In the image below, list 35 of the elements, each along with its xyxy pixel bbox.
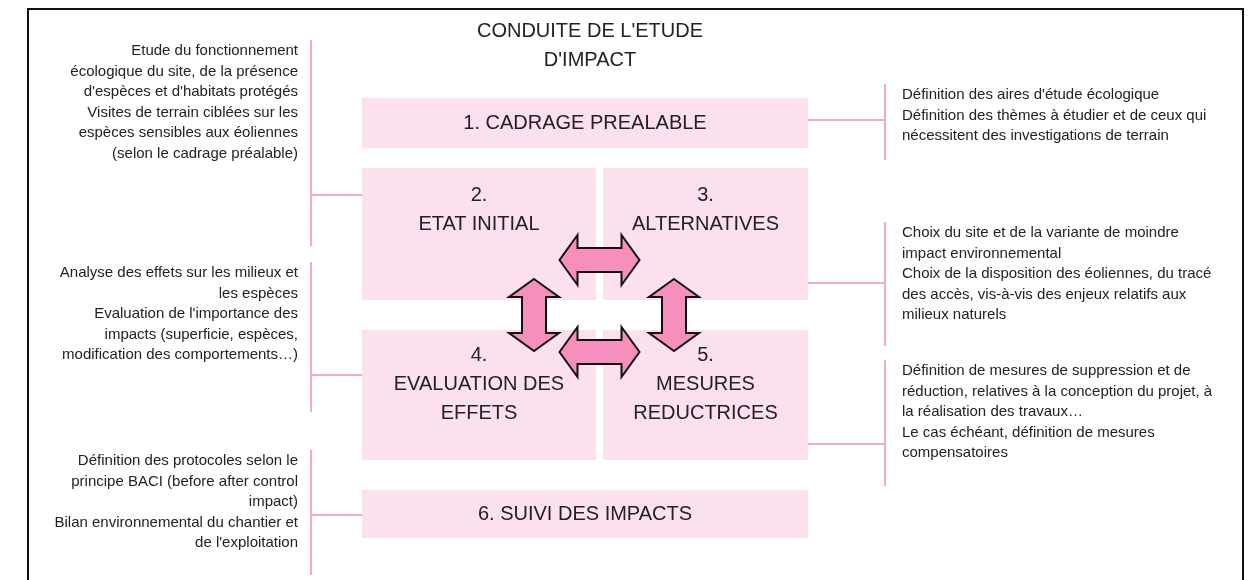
step-label: 1. CADRAGE PREALABLE [463,110,707,135]
leader-line [807,282,885,284]
annotation-text: Visites de terrain ciblées sur les espèces sensibles aux éoliennes (selon le cadrage préalable) [77,101,298,163]
leader-line [311,514,363,516]
step-label: 3. ALTERNATIVES [631,182,780,236]
leader-line [311,374,363,376]
annotation-text: Le cas échéant, définition de mesures compensatoires [902,421,1156,462]
annotation-text: Bilan environnemental du chantier et de l'exploitation [53,511,298,552]
step-box [362,490,808,538]
annotation-text: Définition des protocoles selon le principe BACI (before after control impact) [70,450,298,511]
step-label: 6. SUIVI DES IMPACTS [477,501,693,526]
leader-line [807,119,885,121]
annotation-text: Choix du site et de la variante de moindre impact environnemental [902,222,1180,263]
leader-line [311,194,363,196]
annotation-text: Définition des thèmes à étudier et de ceux qui nécessitent des investigations de terrain [902,104,1208,145]
annotation-text: Analyse des effets sur les milieux et les espèces [58,262,298,303]
step-box [362,98,808,148]
annotation-text: Définition de mesures de suppression et de réduction, relatives à la conception du projet, à la réalisation des travaux… [902,360,1214,421]
step-label: 5. MESURES REDUCTRICES [632,342,779,425]
diagram-title: CONDUITE DE L'ETUDE D'IMPACT [475,18,705,72]
step-box [603,330,808,460]
annotation-text: Définition des aires d'étude écologique [902,84,1161,104]
step-box [362,168,596,300]
double-block-arrow [558,231,641,289]
step-box [603,168,808,300]
leader-line [807,443,885,445]
double-block-arrow [505,277,563,353]
step-box [362,330,596,460]
double-block-arrow [645,277,703,353]
step-label: 4. EVALUATION DES EFFETS [392,342,566,425]
double-block-arrow [558,323,641,381]
annotation-text: Etude du fonctionnement écologique du site, de la présence d'espèces et d'habitats protégés [69,40,298,101]
step-label: 2. ETAT INITIAL [418,182,540,236]
annotation-text: Choix de la disposition des éoliennes, du tracé des accès, vis-à-vis des enjeux relatifs aux milieux naturels [902,263,1213,324]
annotation-text: Evaluation de l'importance des impacts (superficie, espèces, modification des comportements…) [61,303,298,364]
